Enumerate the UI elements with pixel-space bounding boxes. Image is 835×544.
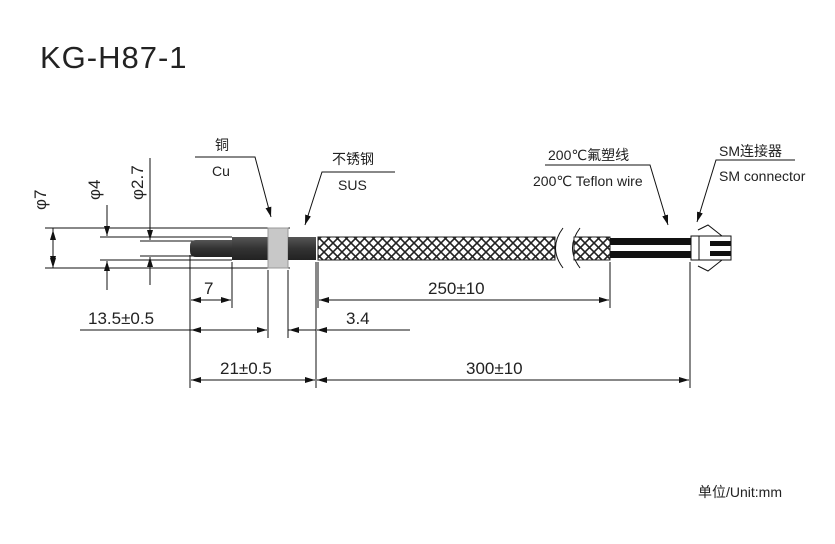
- length-extension-lines: [189, 255, 691, 388]
- braided-sheath: [317, 236, 556, 261]
- braided-sheath-end: [573, 236, 611, 261]
- diameter-2-7-label: φ2.7: [128, 165, 147, 200]
- sm-connector: [690, 224, 732, 272]
- diameter-extension-lines: [45, 158, 290, 290]
- sus-label-en: SUS: [338, 177, 367, 193]
- drawing-title: KG-H87-1: [40, 40, 188, 75]
- stainless-sleeve: [288, 237, 316, 260]
- copper-label-cn: 铜: [215, 137, 229, 153]
- probe-body: [232, 237, 269, 260]
- callout-leaders: [195, 156, 795, 226]
- wire-label-en: 200℃ Teflon wire: [533, 173, 643, 189]
- unit-label: 单位/Unit:mm: [698, 484, 782, 500]
- dim-probe-label: 13.5±0.5: [88, 309, 154, 328]
- diameter-7-label: φ7: [31, 190, 50, 210]
- wire-1: [610, 238, 692, 245]
- wire-label-cn: 200℃氟塑线: [548, 147, 629, 163]
- dim-braid-label: 250±10: [428, 279, 485, 298]
- diameter-4-label: φ4: [85, 180, 104, 200]
- probe-tip: [190, 240, 233, 257]
- dimension-lines: [80, 297, 689, 383]
- probe: [190, 224, 732, 272]
- sus-label-cn: 不锈钢: [332, 151, 374, 167]
- dim-tip-label: 7: [204, 279, 213, 298]
- break-mark: [555, 227, 564, 269]
- connector-label-cn: SM连接器: [719, 143, 782, 159]
- copper-label-en: Cu: [212, 163, 230, 179]
- wire-2: [610, 251, 692, 258]
- connector-label-en: SM connector: [719, 168, 806, 184]
- copper-collar: [267, 227, 289, 269]
- dim-cable-label: 300±10: [466, 359, 523, 378]
- dim-head-label: 21±0.5: [220, 359, 272, 378]
- dim-sus-label: 3.4: [346, 309, 370, 328]
